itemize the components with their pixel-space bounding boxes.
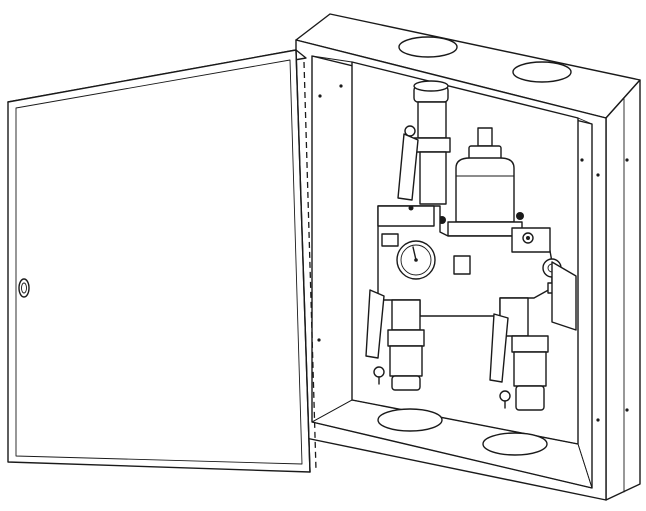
right-cap-boss-center xyxy=(526,236,530,240)
screw-dot xyxy=(625,408,629,412)
top-ball-valve xyxy=(413,137,451,153)
screw-dot xyxy=(580,158,584,162)
bottom-knockout-left xyxy=(377,408,443,432)
manifold-left-cap xyxy=(377,205,435,227)
top-knockout-left xyxy=(398,36,458,58)
door-panel xyxy=(7,49,311,473)
adjust-stem xyxy=(477,127,493,147)
label-plate xyxy=(381,233,399,247)
gauge-pivot xyxy=(414,258,418,262)
bottom-knockout-right xyxy=(482,432,548,456)
cabinet-right-side xyxy=(605,79,641,501)
gauge-needle xyxy=(412,246,417,261)
thermostat-housing xyxy=(455,157,515,223)
left-drain-cap xyxy=(373,366,385,378)
right-outlet-union xyxy=(511,335,549,353)
screw-dot xyxy=(596,418,600,422)
screw-dot xyxy=(317,338,321,342)
manifold-right-cap xyxy=(511,227,551,253)
left-riser-pipe xyxy=(419,151,447,205)
inner-depth-line-tl xyxy=(311,55,353,63)
top-valve-handle xyxy=(397,133,419,201)
top-inlet-body xyxy=(417,101,447,139)
flange-bolt xyxy=(516,212,524,220)
door-hinge-edge xyxy=(295,49,311,473)
door-face-border xyxy=(15,59,303,465)
body-window xyxy=(453,255,471,275)
right-drain-cap xyxy=(499,390,511,402)
housing-flange xyxy=(447,221,523,237)
top-knockout-right xyxy=(512,61,572,83)
open-door-icon xyxy=(7,49,317,473)
screw-dot xyxy=(625,158,629,162)
left-valve-handle xyxy=(365,289,385,359)
gauge-face xyxy=(400,244,432,276)
inner-depth-line-tr xyxy=(577,117,593,125)
left-outlet-nut xyxy=(391,375,421,391)
right-valve-handle xyxy=(489,313,509,383)
left-outlet-union xyxy=(387,329,425,347)
right-ball-valve xyxy=(513,351,547,387)
left-outlet-pipe xyxy=(391,299,421,331)
mixing-valve-icon xyxy=(365,80,577,411)
cap-bolt xyxy=(408,205,414,211)
pressure-gauge-icon xyxy=(396,240,436,280)
piano-hinge xyxy=(303,61,317,471)
latch-keyhole xyxy=(21,282,27,294)
screw-dot xyxy=(339,84,343,88)
latch-knob xyxy=(18,278,30,298)
cabinet-floor xyxy=(311,399,593,489)
door-latch-icon xyxy=(18,278,30,298)
left-ball-valve xyxy=(389,345,423,377)
screw-dot xyxy=(318,94,322,98)
screw-dot xyxy=(596,173,600,177)
right-outlet-nut xyxy=(515,385,545,411)
mounting-bracket xyxy=(551,261,577,331)
top-inlet-opening xyxy=(413,80,449,92)
